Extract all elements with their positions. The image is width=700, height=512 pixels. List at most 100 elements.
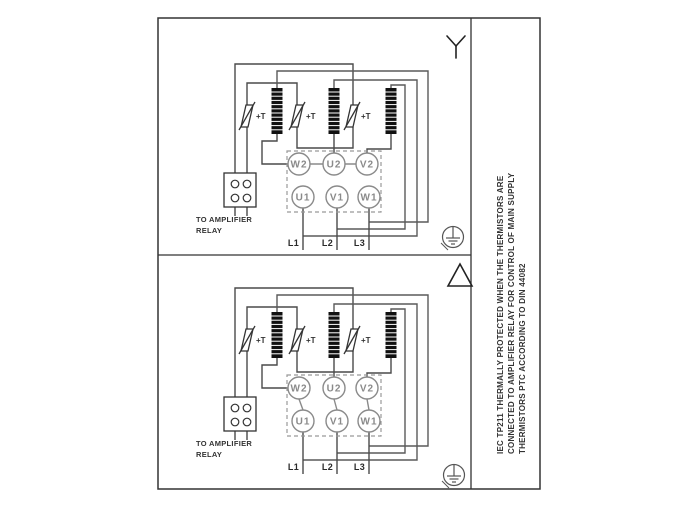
motor-winding [385, 88, 397, 134]
supply-line-label: L2 [322, 238, 333, 248]
motor-winding [271, 312, 283, 358]
outer-frame [157, 17, 541, 490]
relay-pin [242, 417, 252, 427]
wire [261, 358, 288, 389]
terminal-label: U1 [296, 417, 311, 428]
winding-bar [328, 88, 340, 134]
terminal-w1: W1 [357, 409, 381, 433]
winding-bar [385, 312, 397, 358]
terminal-circle [291, 409, 315, 433]
wire [366, 134, 392, 153]
terminal-circle [357, 185, 381, 209]
supply-line-label: L1 [288, 238, 299, 248]
wire [276, 294, 429, 447]
wire [276, 70, 429, 223]
side-note: IEC TP211 THERMALLY PROTECTED WHEN THE T… [495, 158, 529, 454]
terminal-u1: U1 [291, 409, 315, 433]
terminal-circle [291, 185, 315, 209]
terminal-v2: V2 [355, 376, 379, 400]
ground-tick [441, 480, 450, 489]
thermistor-label: +T [361, 112, 371, 121]
terminal-circle [357, 409, 381, 433]
thermistor-slash [288, 101, 306, 131]
side-note-line-1: IEC TP211 THERMALLY PROTECTED WHEN THE T… [496, 175, 505, 454]
relay-pin [242, 179, 252, 189]
side-note-line-3: THERMISTORS PTC ACCORDING TO DIN 44082 [518, 263, 527, 454]
motor-winding [271, 88, 283, 134]
winding-bar [271, 312, 283, 358]
thermistor-symbol: +T [288, 101, 316, 131]
terminal-label: U2 [327, 160, 342, 171]
wire [261, 134, 288, 165]
terminal-label: V2 [360, 160, 374, 171]
terminal-circle [325, 185, 349, 209]
wire [303, 79, 418, 237]
terminal-u2: U2 [322, 152, 346, 176]
wire [296, 351, 354, 373]
wire [333, 398, 338, 411]
terminal-label: W1 [361, 193, 378, 204]
thermistor-symbol: +T [288, 325, 316, 355]
thermistor-label: +T [256, 336, 266, 345]
wire [234, 287, 354, 397]
star-arm [446, 35, 457, 47]
thermistor-symbol: +T [343, 101, 371, 131]
terminal-v1: V1 [325, 409, 349, 433]
relay-pin [230, 179, 240, 189]
supply-line-label: L1 [288, 462, 299, 472]
terminal-u1: U1 [291, 185, 315, 209]
wire [337, 308, 406, 454]
wire [298, 398, 304, 411]
terminal-label: U1 [296, 193, 311, 204]
thermistor-symbol: +T [343, 325, 371, 355]
terminal-circle [325, 409, 349, 433]
winding-bar [328, 312, 340, 358]
terminal-circle [287, 152, 311, 176]
motor-winding [328, 88, 340, 134]
wire [234, 63, 354, 173]
relay-note-line-1: TO AMPLIFIER [196, 215, 252, 224]
thermistor-label: +T [361, 336, 371, 345]
terminal-circle [322, 152, 346, 176]
wire [246, 82, 298, 106]
terminal-label: U2 [327, 384, 342, 395]
wire [366, 398, 370, 411]
terminal-circle [355, 376, 379, 400]
thermistor-label: +T [256, 112, 266, 121]
wire [296, 127, 354, 149]
relay-note-line-1: TO AMPLIFIER [196, 439, 252, 448]
wire [337, 84, 406, 230]
relay-pin [230, 417, 240, 427]
supply-line-label: L2 [322, 462, 333, 472]
relay-pin [230, 403, 240, 413]
thermistor-symbol: +T [238, 101, 266, 131]
relay-note-line-2: RELAY [196, 450, 222, 459]
supply-line-label: L3 [354, 462, 365, 472]
thermistor-slash [343, 325, 361, 355]
relay-connector-body [223, 172, 257, 208]
supply-line-label: L3 [354, 238, 365, 248]
winding-bar [385, 88, 397, 134]
amplifier-relay-connector: TO AMPLIFIER RELAY [196, 396, 257, 459]
earth-ground-icon [440, 225, 465, 251]
thermistor-slash [238, 325, 256, 355]
terminal-u2: U2 [322, 376, 346, 400]
motor-winding [328, 312, 340, 358]
thermistor-slash [238, 101, 256, 131]
terminal-label: W2 [291, 384, 308, 395]
terminal-label: V2 [360, 384, 374, 395]
terminal-circle [287, 376, 311, 400]
terminal-circle [355, 152, 379, 176]
thermistor-label: +T [306, 336, 316, 345]
side-note-line-2: CONNECTED TO AMPLIFIER RELAY FOR CONTROL… [507, 172, 516, 454]
thermistor-label: +T [306, 112, 316, 121]
wire [366, 358, 392, 377]
terminal-label: W1 [361, 417, 378, 428]
thermistor-slash [343, 101, 361, 131]
winding-bar [271, 88, 283, 134]
